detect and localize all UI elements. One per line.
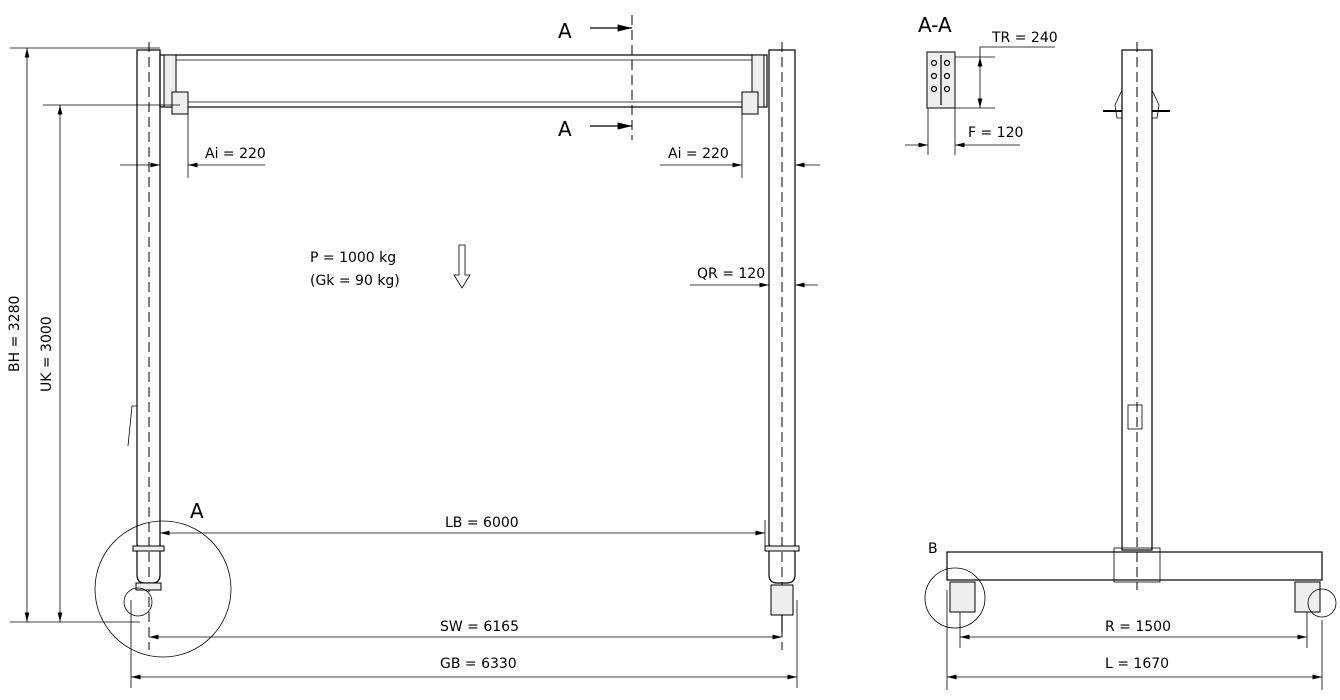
side-view-column bbox=[1103, 42, 1170, 590]
right-column bbox=[764, 42, 800, 650]
load-gk: (Gk = 90 kg) bbox=[310, 273, 400, 289]
section-marker-top: A bbox=[558, 19, 572, 43]
dim-r: R = 1500 bbox=[1105, 619, 1171, 635]
dim-f: F = 120 bbox=[968, 125, 1023, 141]
beam-section-profile bbox=[926, 51, 956, 109]
dim-ai-left: Ai = 220 bbox=[205, 146, 266, 162]
dim-uk: UK = 3000 bbox=[39, 316, 55, 392]
detail-a-circle bbox=[94, 520, 232, 658]
detail-b-label: B bbox=[928, 541, 938, 557]
dim-sw: SW = 6165 bbox=[440, 619, 519, 635]
load-arrow-icon bbox=[453, 244, 471, 289]
load-p: P = 1000 kg bbox=[310, 250, 396, 266]
detail-b-circle bbox=[924, 567, 986, 629]
detail-a-label: A bbox=[190, 499, 204, 523]
dim-gb: GB = 6330 bbox=[440, 656, 517, 672]
dim-qr: QR = 120 bbox=[697, 266, 765, 282]
dim-bh: BH = 3280 bbox=[7, 296, 23, 372]
main-beam bbox=[159, 54, 768, 115]
dim-ai-right: Ai = 220 bbox=[668, 146, 729, 162]
dim-l: L = 1670 bbox=[1105, 656, 1169, 672]
dim-tr: TR = 240 bbox=[991, 30, 1058, 46]
side-view-base bbox=[946, 547, 1323, 613]
section-title: A-A bbox=[918, 13, 952, 37]
dim-lb: LB = 6000 bbox=[445, 515, 519, 531]
section-marker-bottom: A bbox=[558, 117, 572, 141]
left-column bbox=[127, 42, 165, 650]
